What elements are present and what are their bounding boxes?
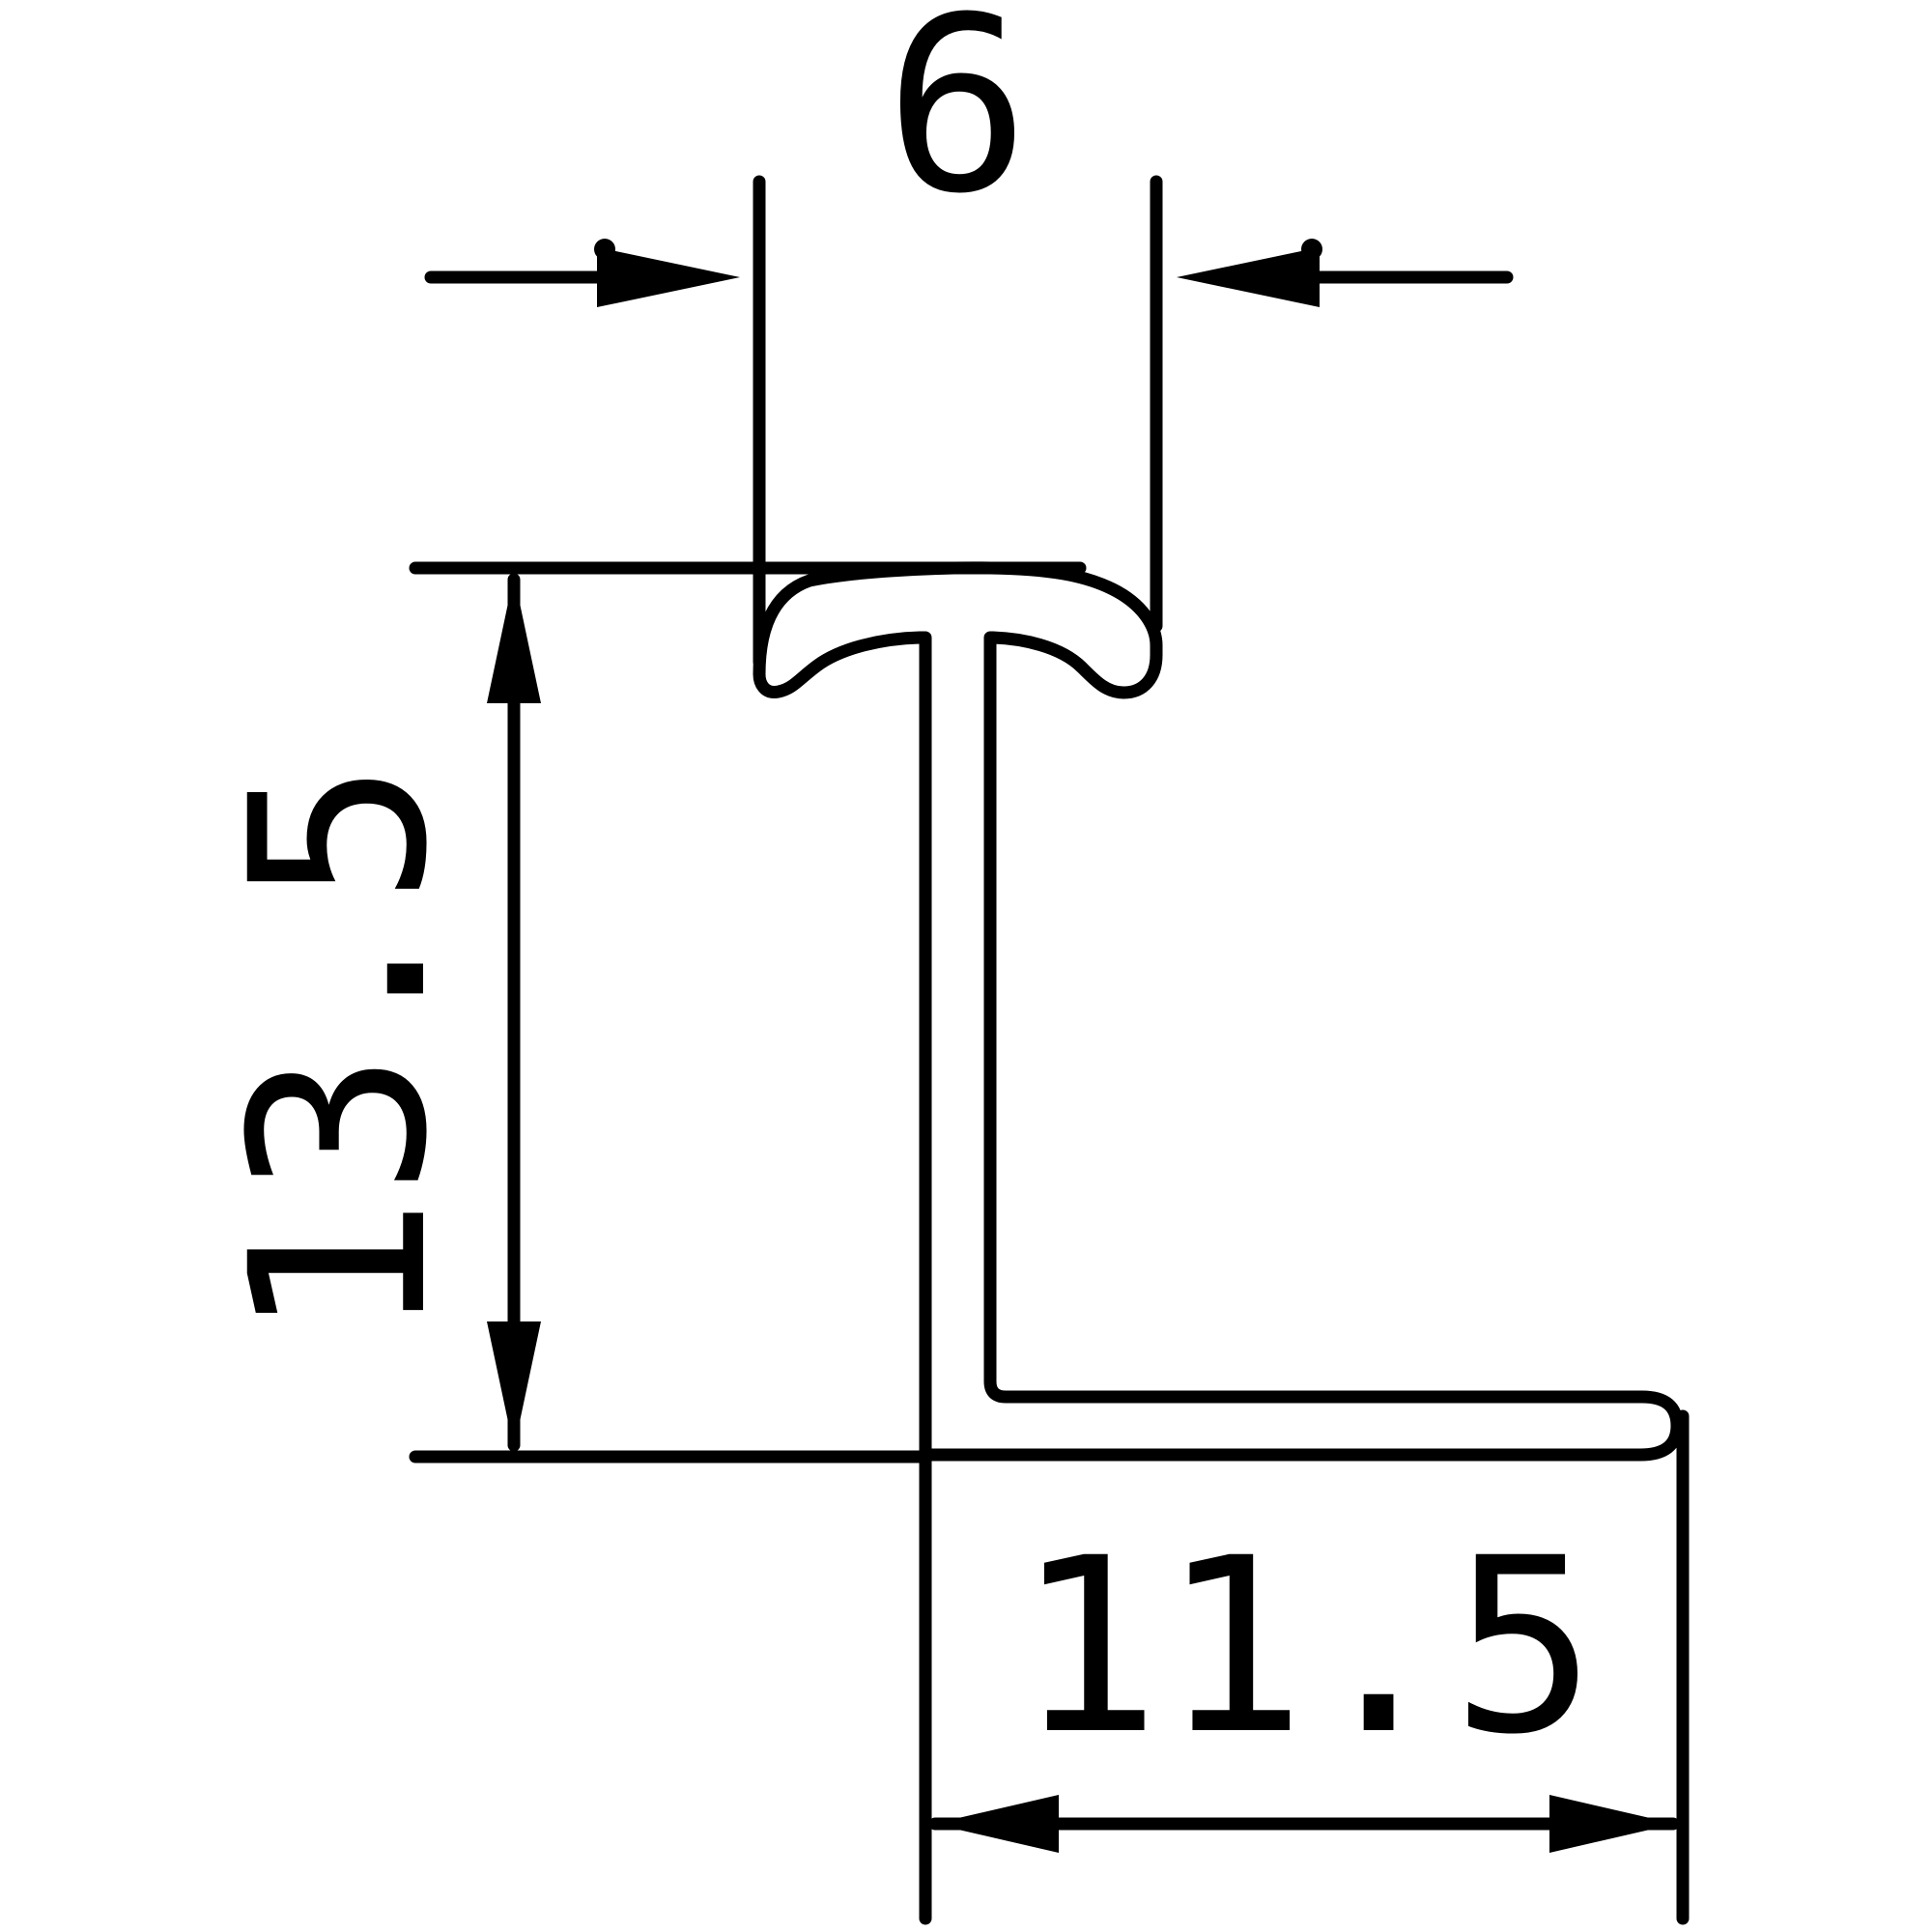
profile-outline (753, 561, 1684, 1462)
dimension-label-height: 13.5 (199, 760, 480, 1342)
arrowhead-height-down-icon (487, 1321, 541, 1449)
arrowhead-height-up-icon (487, 576, 541, 703)
arrowhead-top-right-icon (1177, 247, 1320, 307)
dimension-label-bottom-width: 11.5 (1015, 1506, 1597, 1787)
dimension-label-top-width: 6 (885, 0, 1031, 246)
arrowhead-bottom-left-icon (933, 1795, 1059, 1853)
arrowhead-bottom-right-icon (1549, 1795, 1675, 1853)
arrowhead-top-right-dot-icon (1301, 239, 1322, 260)
arrowhead-top-left-icon (597, 247, 740, 307)
arrowhead-top-left-dot-icon (594, 239, 615, 260)
